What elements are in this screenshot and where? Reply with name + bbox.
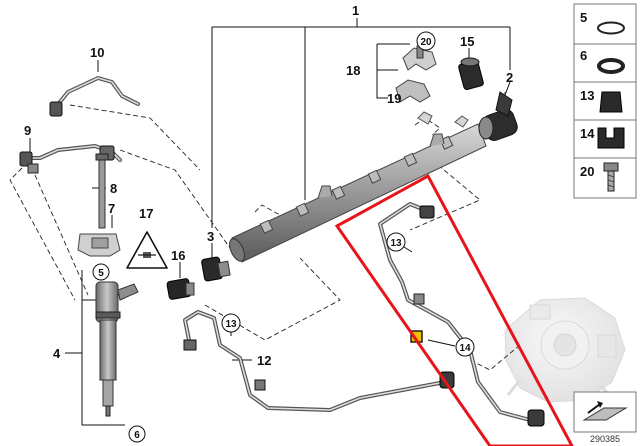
fuel-rail	[229, 111, 487, 263]
leak-off-lines	[19, 76, 140, 174]
screw-icon	[603, 162, 619, 192]
callout-circle-14	[455, 337, 475, 357]
legend-label-14: 14	[580, 126, 595, 141]
rail-brackets	[395, 45, 437, 103]
highlight-frame	[334, 173, 574, 446]
legend-label-5: 5	[580, 10, 587, 25]
fuel-injector	[95, 281, 139, 417]
callout-7: 7	[108, 201, 115, 216]
callout-labels: 1 2 3 4 5 6 7 8 9 10 12 13 13 14 15 16 1…	[24, 3, 513, 443]
callout-3: 3	[207, 229, 214, 244]
callout-13b: 13	[390, 238, 402, 249]
o-ring-thick-icon	[597, 58, 625, 74]
callout-16: 16	[171, 248, 185, 263]
callout-20: 20	[420, 37, 432, 48]
rubber-clamp-icon	[597, 127, 625, 149]
callout-14: 14	[459, 343, 471, 354]
legend-label-6: 6	[580, 48, 587, 63]
callout-6: 6	[134, 430, 140, 441]
callout-circle-13b	[386, 232, 406, 252]
diagram-number: 290385	[590, 434, 620, 444]
callout-2: 2	[506, 70, 513, 85]
high-pressure-line-12	[183, 310, 455, 412]
stud-part-8	[95, 153, 109, 229]
callout-17: 17	[139, 206, 153, 221]
callout-19: 19	[387, 91, 401, 106]
callout-5: 5	[98, 268, 104, 279]
parts-legend: 5 6 13 14 20	[573, 3, 637, 199]
legend-label-20: 20	[580, 164, 594, 179]
callout-4: 4	[53, 346, 61, 361]
connector-part-16	[166, 278, 195, 300]
callout-circle-5	[92, 263, 110, 281]
o-ring-thin-icon	[597, 21, 625, 35]
callout-12: 12	[257, 353, 271, 368]
pressure-regulator	[478, 91, 518, 141]
rubber-grommet-icon	[599, 91, 623, 113]
high-pressure-pump	[504, 297, 626, 403]
callout-8: 8	[110, 181, 117, 196]
legend-label-13: 13	[580, 88, 594, 103]
callout-circle-6	[128, 425, 146, 443]
callout-circle-20	[416, 31, 436, 51]
clamp-part-7	[77, 233, 121, 257]
callout-circle-13a	[221, 313, 241, 333]
plug-part-15	[458, 57, 484, 90]
view-direction-icon	[573, 391, 637, 433]
callout-10: 10	[90, 45, 104, 60]
high-pressure-line-13	[378, 202, 545, 427]
callout-9: 9	[24, 123, 31, 138]
rail-pressure-sensor	[201, 256, 231, 282]
callout-1: 1	[352, 3, 359, 18]
callout-13a: 13	[225, 319, 237, 330]
callout-15: 15	[460, 34, 474, 49]
warning-triangle-icon	[126, 231, 168, 269]
callout-18: 18	[346, 63, 360, 78]
